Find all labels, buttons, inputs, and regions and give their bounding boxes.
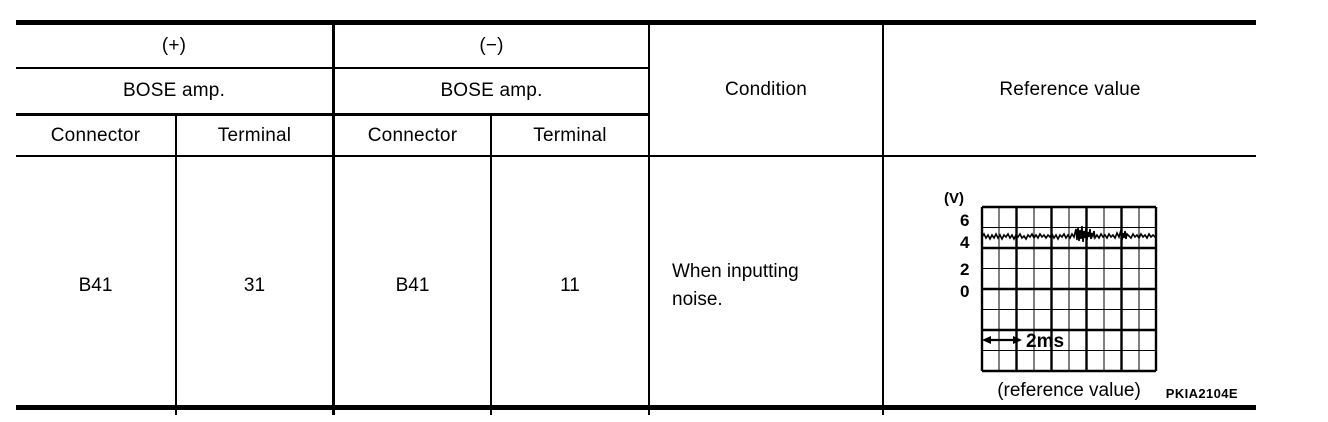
- header-connector-negative: Connector: [367, 124, 458, 146]
- reference-value-caption: (reference value): [997, 380, 1141, 401]
- cell-connector-negative: B41: [395, 275, 430, 296]
- scope-ytick-6: 6: [960, 211, 969, 230]
- header-terminal-positive: Terminal: [217, 124, 292, 146]
- oscilloscope-svg: (V) 6 4 2 0: [944, 190, 1158, 401]
- condition-line-1: When inputting: [672, 260, 799, 282]
- condition-line-2: noise.: [672, 289, 723, 310]
- header-polarity-negative: (−): [479, 35, 504, 56]
- rule-connector-terminal-positive: [175, 113, 177, 415]
- figure-code-label: PKIA2104E: [1165, 386, 1238, 401]
- cell-reference-value: (V) 6 4 2 0: [884, 157, 1256, 415]
- scope-time-marker: [982, 336, 1022, 344]
- specification-table: (+) (−) BOSE amp. BOSE amp. Connector Te…: [16, 20, 1256, 415]
- header-amp-negative: BOSE amp.: [440, 80, 543, 101]
- cell-terminal-positive: 31: [243, 275, 266, 296]
- scope-ytick-2: 2: [960, 260, 969, 279]
- rule-positive-negative: [332, 25, 335, 415]
- rule-under-header: [16, 155, 1256, 157]
- header-terminal-negative: Terminal: [533, 124, 607, 146]
- scope-grid: [980, 205, 1158, 373]
- cell-connector-positive: B41: [78, 275, 113, 296]
- header-reference-value: Reference value: [999, 79, 1141, 100]
- header-condition: Condition: [724, 79, 808, 100]
- scope-ytick-0: 0: [960, 282, 969, 301]
- header-polarity-positive: (+): [161, 35, 187, 56]
- cell-condition: When inputting noise.: [650, 157, 882, 415]
- scope-time-label: 2ms: [1026, 331, 1064, 352]
- scope-ytick-4: 4: [960, 233, 970, 252]
- rule-before-condition: [648, 25, 650, 415]
- header-amp-positive: BOSE amp.: [122, 80, 226, 101]
- scope-waveform: [981, 225, 1157, 243]
- oscilloscope-figure: (V) 6 4 2 0: [942, 185, 1222, 407]
- header-connector-positive: Connector: [50, 124, 141, 146]
- rule-connector-terminal-negative: [490, 113, 492, 415]
- cell-terminal-negative: 11: [560, 275, 580, 296]
- rule-before-reference: [882, 25, 884, 415]
- scope-unit-label: (V): [944, 190, 964, 207]
